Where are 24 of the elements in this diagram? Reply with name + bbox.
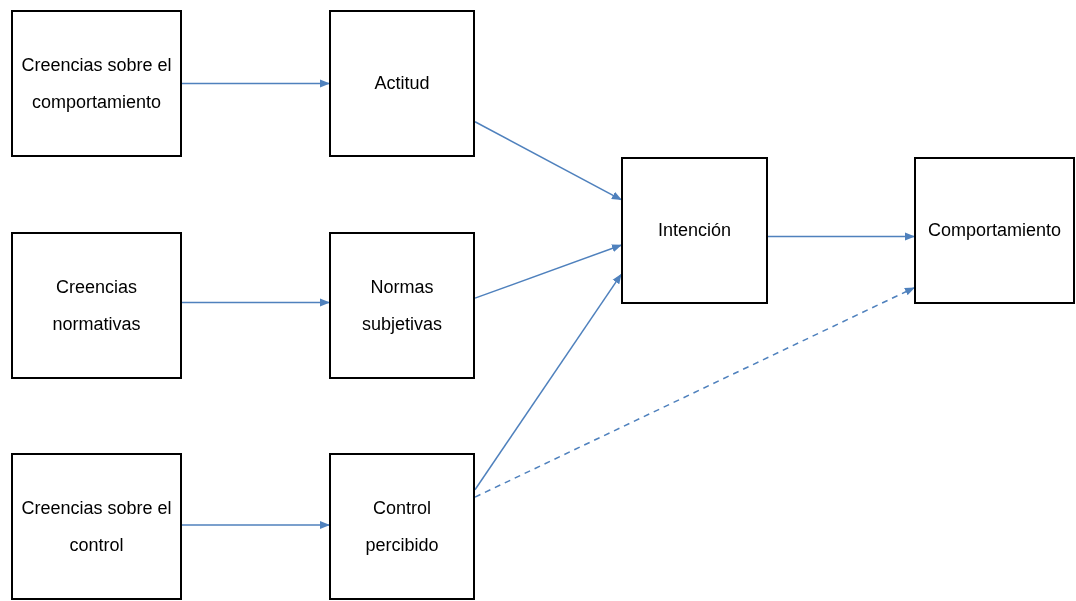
arrow bbox=[181, 521, 330, 530]
concept-box bbox=[329, 453, 475, 600]
box-label: Comportamiento bbox=[927, 219, 1062, 242]
box-label: Actitud bbox=[374, 72, 430, 95]
arrow bbox=[767, 232, 915, 241]
box-label: Normas subjetivas bbox=[360, 275, 443, 336]
concept-box bbox=[11, 232, 182, 379]
arrow bbox=[474, 273, 622, 491]
concept-box bbox=[914, 157, 1075, 304]
concept-box bbox=[11, 10, 182, 157]
concept-box bbox=[11, 453, 182, 600]
arrow bbox=[181, 298, 330, 307]
concept-box bbox=[329, 232, 475, 379]
concept-box bbox=[329, 10, 475, 157]
box-label: Creencias sobre el control bbox=[20, 496, 173, 557]
box-label: Control percibido bbox=[364, 496, 440, 557]
arrow bbox=[474, 287, 915, 498]
arrow bbox=[474, 120, 622, 201]
box-label: Intención bbox=[657, 219, 732, 242]
concept-box bbox=[621, 157, 768, 304]
arrow bbox=[181, 79, 330, 88]
box-label: Creencias normativas bbox=[51, 275, 142, 336]
box-label: Creencias sobre el comportamiento bbox=[20, 53, 173, 114]
arrow bbox=[474, 244, 622, 299]
